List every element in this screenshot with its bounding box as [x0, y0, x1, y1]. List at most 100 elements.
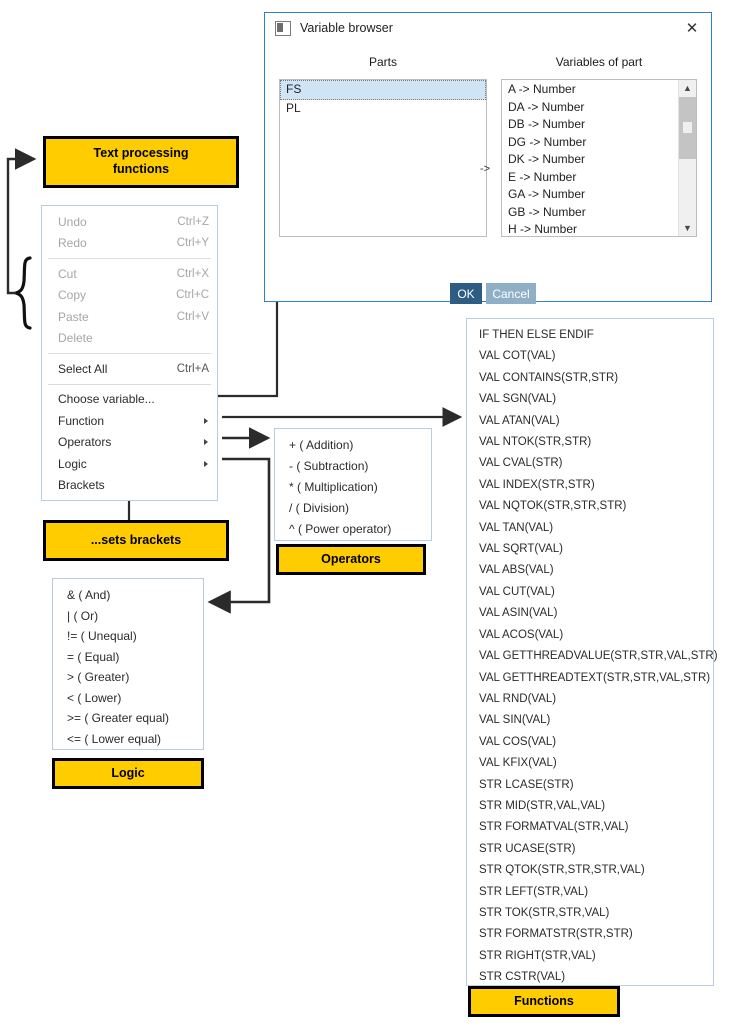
- function-item[interactable]: STR FORMATSTR(STR,STR): [479, 928, 633, 941]
- operator-item[interactable]: - ( Subtraction): [289, 459, 369, 473]
- chevron-down-icon[interactable]: ▼: [683, 223, 692, 233]
- function-item[interactable]: VAL SGN(VAL): [479, 393, 557, 406]
- logic-item[interactable]: < ( Lower): [67, 690, 122, 705]
- logic-item[interactable]: != ( Unequal): [67, 629, 137, 643]
- menu-item-shortcut: Ctrl+V: [176, 310, 209, 323]
- variables-list-item[interactable]: GA -> Number: [508, 187, 586, 201]
- dialog-title: Variable browser: [300, 21, 393, 35]
- menu-item-label: Cut: [58, 266, 77, 281]
- function-item[interactable]: VAL ATAN(VAL): [479, 414, 560, 427]
- function-item[interactable]: VAL RND(VAL): [479, 692, 557, 705]
- variables-listbox[interactable]: A -> Number DA -> Number DB -> Number DG ->…: [501, 79, 697, 237]
- submenu-arrow-icon: [204, 439, 208, 446]
- menu-item-shortcut: Ctrl+C: [176, 289, 209, 302]
- operator-item[interactable]: * ( Multiplication): [289, 480, 378, 494]
- logic-item[interactable]: = ( Equal): [67, 649, 120, 664]
- variables-list-item[interactable]: H -> Number: [508, 222, 578, 236]
- variables-list-item[interactable]: GB -> Number: [508, 204, 586, 219]
- function-item[interactable]: VAL NQTOK(STR,STR,STR): [479, 500, 627, 513]
- menu-item-shortcut: Ctrl+Z: [177, 215, 209, 228]
- function-item[interactable]: VAL ASIN(VAL): [479, 607, 558, 620]
- scrollbar-thumb[interactable]: [679, 97, 696, 159]
- menu-item-label: Function: [58, 413, 105, 428]
- menu-item-delete: Delete: [42, 328, 217, 350]
- function-item[interactable]: VAL ACOS(VAL): [479, 628, 564, 641]
- function-item[interactable]: VAL GETTHREADVALUE(STR,STR,VAL,STR): [479, 650, 718, 663]
- parts-list-item[interactable]: FS: [280, 80, 486, 100]
- variables-list-items: A -> Number DA -> Number DB -> Number DG ->…: [502, 80, 679, 236]
- parts-column-header: Parts: [368, 55, 397, 69]
- menu-separator: [48, 258, 211, 259]
- function-item[interactable]: VAL SIN(VAL): [479, 714, 551, 727]
- function-item[interactable]: STR LCASE(STR): [479, 778, 574, 791]
- ok-button[interactable]: OK: [450, 283, 482, 304]
- function-item[interactable]: VAL COT(VAL): [479, 350, 556, 363]
- logic-item[interactable]: > ( Greater): [67, 670, 130, 684]
- menu-item-brackets[interactable]: Brackets: [42, 475, 217, 497]
- function-item[interactable]: IF THEN ELSE ENDIF: [479, 329, 594, 341]
- chevron-up-icon[interactable]: ▲: [683, 83, 692, 93]
- function-item[interactable]: STR RIGHT(STR,VAL): [479, 949, 596, 962]
- menu-item-choose-variable[interactable]: Choose variable...: [42, 389, 217, 411]
- submenu-arrow-icon: [204, 417, 208, 424]
- variables-list-item[interactable]: DA -> Number: [508, 99, 585, 114]
- function-item[interactable]: STR FORMATVAL(STR,VAL): [479, 821, 629, 834]
- cancel-button[interactable]: Cancel: [486, 283, 536, 304]
- logic-item[interactable]: & ( And): [67, 588, 111, 602]
- function-item[interactable]: VAL TAN(VAL): [479, 521, 554, 534]
- function-item[interactable]: VAL KFIX(VAL): [479, 757, 557, 770]
- parts-list-item[interactable]: PL: [286, 100, 301, 115]
- logic-submenu-panel[interactable]: & ( And) | ( Or) != ( Unequal) = ( Equal) > …: [52, 578, 204, 750]
- function-item[interactable]: STR MID(STR,VAL,VAL): [479, 799, 606, 812]
- variables-list-item[interactable]: DG -> Number: [508, 134, 587, 149]
- operators-submenu-panel[interactable]: + ( Addition) - ( Subtraction) * ( Multipl…: [274, 428, 432, 541]
- menu-item-label: Redo: [58, 236, 87, 251]
- menu-item-operators[interactable]: Operators: [42, 432, 217, 454]
- wire-choosevar-to-dialog: [218, 302, 279, 398]
- callout-textproc-line1: Text processing: [93, 146, 189, 161]
- callout-operators: Operators: [276, 544, 426, 575]
- variables-list-item[interactable]: DK -> Number: [508, 152, 586, 166]
- function-item[interactable]: VAL CVAL(STR): [479, 457, 563, 470]
- transfer-arrow-label: ->: [480, 163, 491, 175]
- functions-submenu-panel[interactable]: IF THEN ELSE ENDIF VAL COT(VAL) VAL CONTAI…: [466, 318, 718, 986]
- function-item[interactable]: VAL INDEX(STR,STR): [479, 478, 595, 491]
- logic-item[interactable]: | ( Or): [67, 608, 99, 623]
- variables-list-item[interactable]: E -> Number: [508, 169, 577, 184]
- function-item[interactable]: VAL CONTAINS(STR,STR): [479, 371, 619, 384]
- logic-item[interactable]: >= ( Greater equal): [67, 711, 170, 725]
- function-item[interactable]: VAL COS(VAL): [479, 735, 557, 748]
- function-item[interactable]: STR TOK(STR,STR,VAL): [479, 906, 610, 919]
- menu-item-logic[interactable]: Logic: [42, 453, 217, 475]
- callout-sets-brackets: ...sets brackets: [43, 520, 229, 561]
- function-item[interactable]: STR UCASE(STR): [479, 842, 576, 855]
- function-item[interactable]: VAL SQRT(VAL): [479, 543, 563, 556]
- variables-list-item[interactable]: DB -> Number: [508, 117, 586, 131]
- function-item[interactable]: VAL CUT(VAL): [479, 585, 555, 598]
- close-icon[interactable]: ✕: [685, 19, 699, 37]
- function-item[interactable]: STR CSTR(VAL): [479, 971, 566, 984]
- function-item[interactable]: VAL ABS(VAL): [479, 564, 554, 577]
- function-item[interactable]: VAL GETTHREADTEXT(STR,STR,VAL,STR): [479, 671, 711, 684]
- function-item[interactable]: STR QTOK(STR,STR,STR,VAL): [479, 864, 645, 877]
- operator-item[interactable]: + ( Addition): [289, 438, 354, 452]
- variables-list-item[interactable]: A -> Number: [508, 82, 576, 96]
- variables-scrollbar[interactable]: ▲ ▼: [678, 80, 696, 236]
- menu-item-function[interactable]: Function: [42, 410, 217, 432]
- operator-item[interactable]: ^ ( Power operator): [289, 522, 392, 536]
- operator-item[interactable]: / ( Division): [289, 501, 350, 515]
- callout-text-processing-functions: Text processing functions: [43, 136, 239, 188]
- function-item[interactable]: STR LEFT(STR,VAL): [479, 885, 589, 898]
- window-icon: [275, 20, 291, 36]
- function-item[interactable]: VAL NTOK(STR,STR): [479, 436, 592, 449]
- menu-item-label: Brackets: [58, 478, 105, 493]
- menu-item-shortcut: Ctrl+A: [176, 362, 209, 375]
- logic-item[interactable]: <= ( Lower equal): [67, 731, 162, 746]
- brace-edit-group: [10, 256, 32, 330]
- menu-separator: [48, 383, 211, 385]
